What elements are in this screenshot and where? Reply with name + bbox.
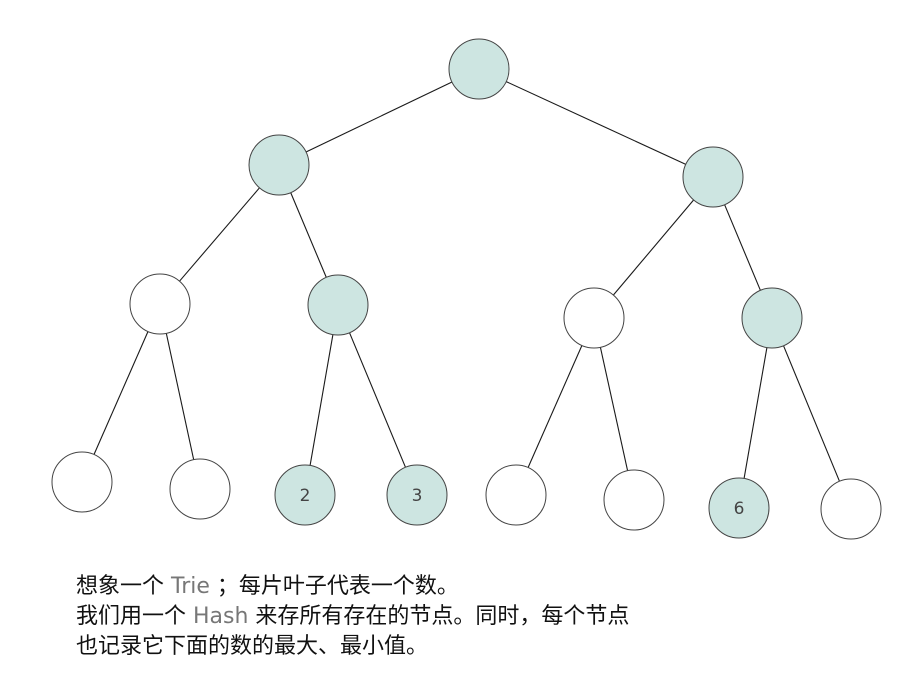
caption-line-3: 也记录它下面的数的最大、最小值。 [76,634,429,659]
tree-node-n13-highlighted [708,477,770,539]
caption-line-1-post: ；每片叶子代表一个数。 [209,574,459,599]
tree-node-n5 [563,287,625,349]
edge-n6-n14 [782,345,841,482]
tree-node-n8 [169,458,231,520]
leaf-label-n9: 2 [300,486,311,506]
edge-n0-n2 [505,81,687,165]
edge-n0-n1 [305,81,453,153]
edge-n1-n4 [290,192,327,278]
edge-n3-n7 [93,331,149,455]
leaf-label-n10: 3 [412,486,423,506]
tree-node-n4-highlighted [307,274,369,336]
tree-node-n9-highlighted [274,464,336,526]
leaf-label-n13: 6 [734,499,745,519]
tree-node-n11 [485,464,547,526]
edge-n4-n9 [309,334,334,466]
caption: 想象一个 Trie ；每片叶子代表一个数。 我们用一个 Hash 来存所有存在的… [76,572,896,662]
edge-n5-n12 [599,347,629,471]
tree-node-n1-highlighted [248,134,310,196]
tree-node-n14 [820,478,882,540]
caption-line-1: 想象一个 Trie ；每片叶子代表一个数。 [76,572,896,602]
tree-node-n0-highlighted [448,38,510,100]
edge-n2-n5 [612,199,695,296]
edge-n5-n11 [527,345,583,468]
tree-node-n6-highlighted [741,287,803,349]
trie-diagram: 2 3 6 [51,38,882,540]
caption-term-trie: Trie [171,574,210,599]
tree-node-n10-highlighted [386,464,448,526]
tree-node-n3 [129,273,191,335]
caption-line-2-pre: 我们用一个 [76,604,193,629]
edge-n4-n10 [348,332,407,468]
edge-n6-n13 [743,347,768,479]
edge-n1-n3 [179,187,260,282]
tree-node-n12 [603,469,665,531]
caption-line-2: 我们用一个 Hash 来存所有存在的节点。同时，每个节点 [76,602,896,632]
edges [93,81,841,482]
tree-node-n7 [51,451,113,513]
edge-n2-n6 [724,204,761,291]
caption-term-hash: Hash [193,604,249,629]
nodes: 2 3 6 [51,38,882,540]
edge-n3-n8 [165,333,195,460]
caption-line-1-pre: 想象一个 [76,574,171,599]
caption-line-2-post: 来存所有存在的节点。同时，每个节点 [248,604,630,629]
tree-node-n2-highlighted [682,146,744,208]
